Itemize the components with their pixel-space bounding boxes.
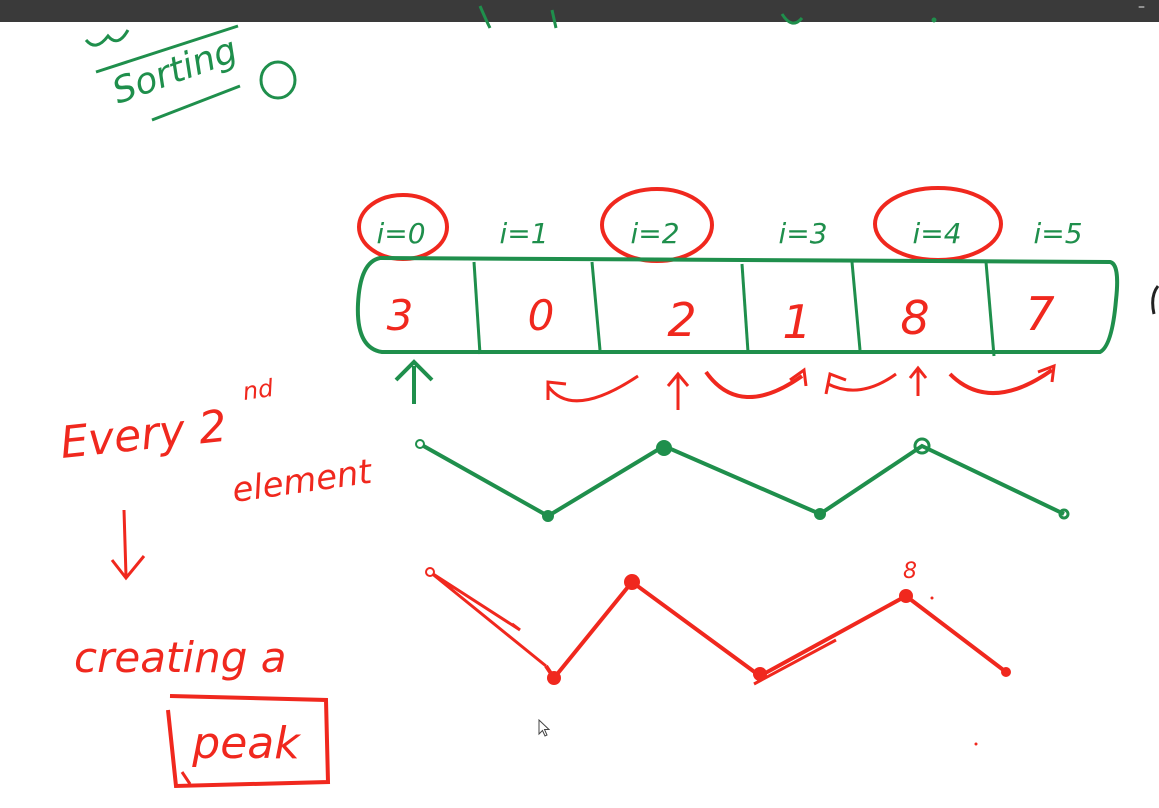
swap-arrow-4-head — [1037, 363, 1056, 383]
array-value-5: 7 — [1025, 287, 1054, 341]
green-zigzag — [419, 442, 1065, 519]
top-fragment-2 — [550, 9, 558, 29]
top-fragment-1 — [478, 5, 492, 29]
index-label-5: i=5 — [1033, 217, 1082, 250]
swap-arrow-3 — [827, 372, 897, 392]
red-up-arrow-4 — [908, 365, 928, 396]
minimize-icon[interactable]: – — [1138, 0, 1145, 15]
peak-box — [166, 694, 331, 789]
peak-descender — [180, 771, 192, 785]
array-value-0: 3 — [387, 291, 414, 340]
array-value-3: 1 — [782, 295, 811, 349]
green-node-0 — [415, 439, 425, 449]
note-superscript-nd: nd — [241, 374, 276, 406]
stray-dot-1 — [930, 596, 934, 600]
red-node-4 — [899, 589, 913, 603]
green-up-arrow — [394, 359, 434, 404]
down-arrow-icon — [110, 509, 146, 581]
stray-dot-2 — [974, 742, 978, 746]
red-node-0 — [425, 567, 435, 577]
heading-fragment — [84, 29, 130, 47]
window-title-bar: – — [0, 0, 1159, 22]
swap-arrow-1 — [546, 374, 639, 403]
swap-arrow-2-head — [789, 367, 808, 387]
red-node-2 — [624, 574, 640, 590]
array-divider-2 — [590, 261, 602, 351]
green-node-1 — [542, 510, 554, 522]
red-node-3 — [753, 667, 767, 681]
green-node-5 — [1058, 508, 1070, 520]
array-divider-4 — [850, 261, 862, 351]
heading-underline — [151, 84, 241, 122]
array-box — [355, 255, 1120, 354]
peak-value-label: 8 — [903, 559, 917, 584]
red-node-1 — [547, 671, 561, 685]
red-node-5 — [1001, 667, 1011, 677]
red-up-arrow-2 — [666, 371, 690, 410]
array-value-1: 0 — [528, 291, 555, 340]
index-label-3: i=3 — [778, 217, 827, 250]
swap-arrow-3-head — [824, 371, 847, 395]
heading-tail-loop — [259, 60, 297, 100]
index-label-2: i=2 — [630, 217, 679, 250]
array-divider-1 — [472, 261, 482, 355]
top-fragment-dot — [931, 17, 937, 23]
swap-arrow-4 — [948, 368, 1054, 395]
edge-fragment — [1151, 285, 1159, 315]
heading-underline-top — [95, 24, 239, 74]
green-node-3 — [814, 508, 826, 520]
mouse-cursor-icon — [538, 719, 550, 737]
green-node-4 — [913, 437, 931, 455]
red-segment-double — [753, 638, 837, 686]
note-every-2nd: Every 2 — [58, 401, 229, 469]
note-peak: peak — [191, 718, 301, 769]
index-label-4: i=4 — [912, 217, 961, 250]
red-first-segment — [429, 570, 547, 668]
top-fragment-3 — [780, 13, 804, 25]
red-zigzag — [544, 579, 1008, 682]
swap-arrow-1-head — [546, 380, 567, 400]
array-value-2: 2 — [667, 293, 696, 347]
heading-sorting: Sorting — [107, 30, 243, 113]
index-label-1: i=1 — [499, 217, 548, 250]
swap-arrow-2 — [704, 370, 804, 399]
note-creating-a: creating a — [74, 633, 286, 682]
array-divider-5 — [984, 261, 996, 357]
green-node-2 — [656, 440, 672, 456]
index-label-0: i=0 — [376, 217, 425, 250]
array-value-4: 8 — [900, 291, 929, 345]
note-element: element — [230, 452, 376, 511]
array-divider-3 — [740, 263, 750, 353]
